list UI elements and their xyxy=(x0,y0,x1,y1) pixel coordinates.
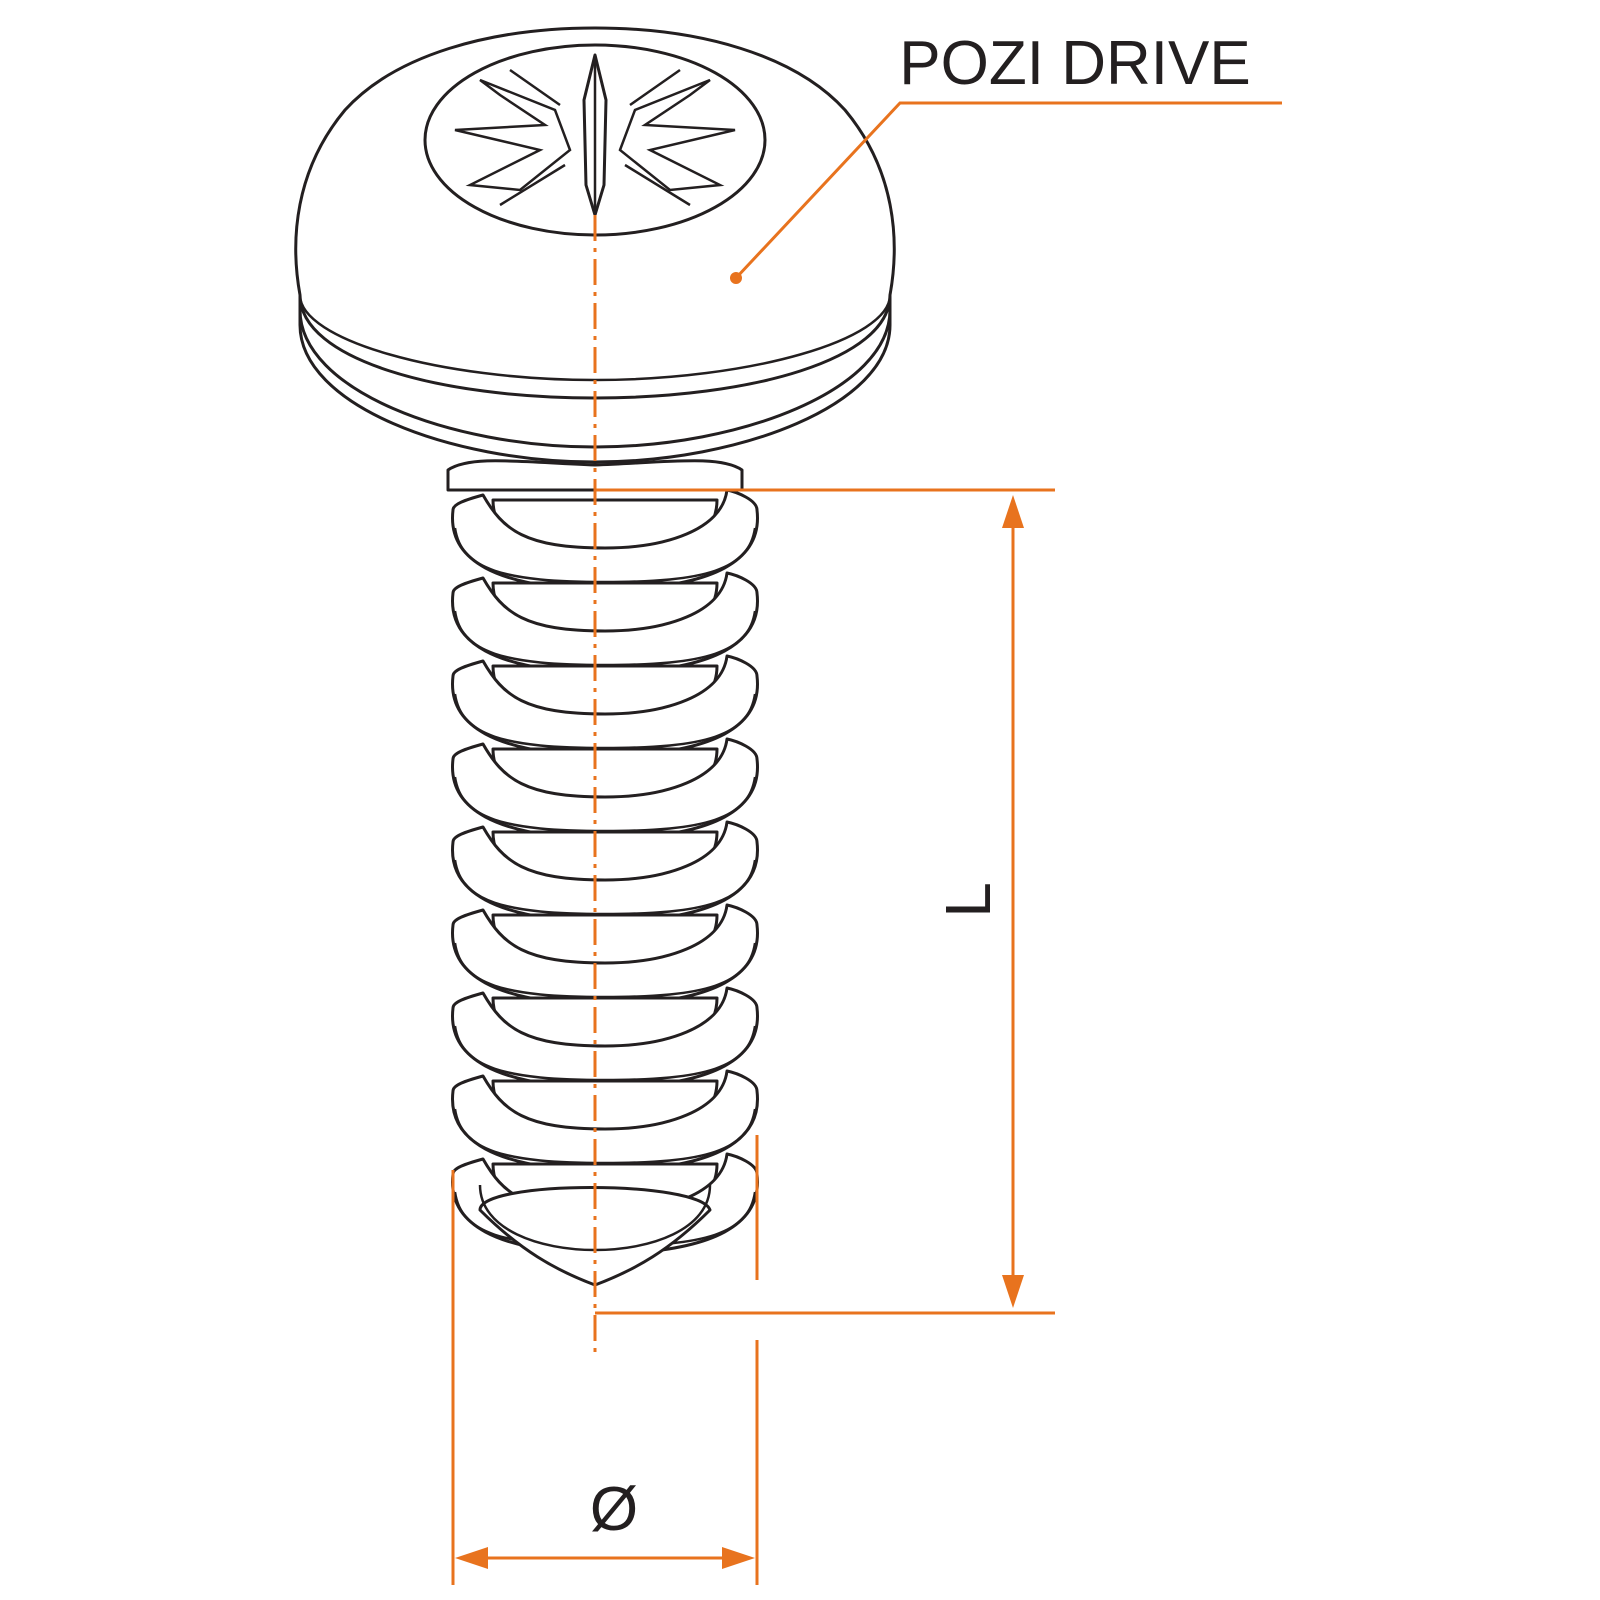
drive-type-label: POZI DRIVE xyxy=(899,29,1250,98)
length-dimension: L xyxy=(595,488,1055,1315)
drive-type-callout: POZI DRIVE xyxy=(730,29,1282,284)
screw-shank xyxy=(446,459,759,1287)
pozi-recess xyxy=(423,43,767,237)
thread-group xyxy=(451,488,759,1256)
length-arrow-bottom xyxy=(1002,1275,1024,1308)
diameter-label: Ø xyxy=(590,1475,638,1544)
pozi-cross-icon xyxy=(454,78,572,192)
length-arrow-top xyxy=(1002,495,1024,528)
length-label: L xyxy=(932,882,1004,918)
screw-head xyxy=(294,26,896,464)
leader-line xyxy=(734,101,1282,280)
diameter-dimension: Ø xyxy=(451,1135,759,1585)
diameter-arrow-left xyxy=(455,1547,488,1569)
diameter-arrow-right xyxy=(722,1547,755,1569)
